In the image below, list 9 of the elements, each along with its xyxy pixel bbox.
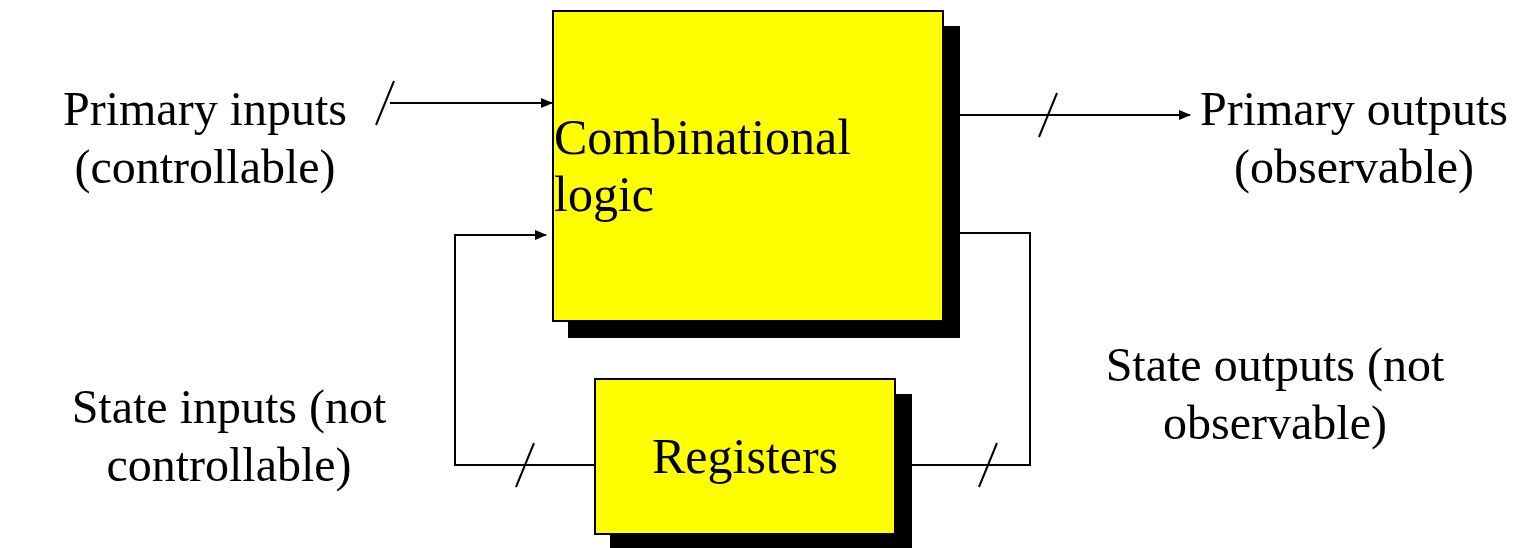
signal-label: Primary outputs (observable) [1190, 80, 1518, 275]
signal-label: State inputs (not controllable) [70, 379, 388, 494]
signal-label: State outputs (not observable) [1104, 337, 1446, 452]
bus-arrow [375, 80, 553, 126]
bus-arrow [911, 232, 1031, 488]
block-title: Combinational logic [554, 108, 853, 224]
bus-arrow [454, 230, 595, 488]
signal-label: Primary inputs (controllable) [20, 80, 390, 280]
block-title: Registers [651, 427, 839, 486]
